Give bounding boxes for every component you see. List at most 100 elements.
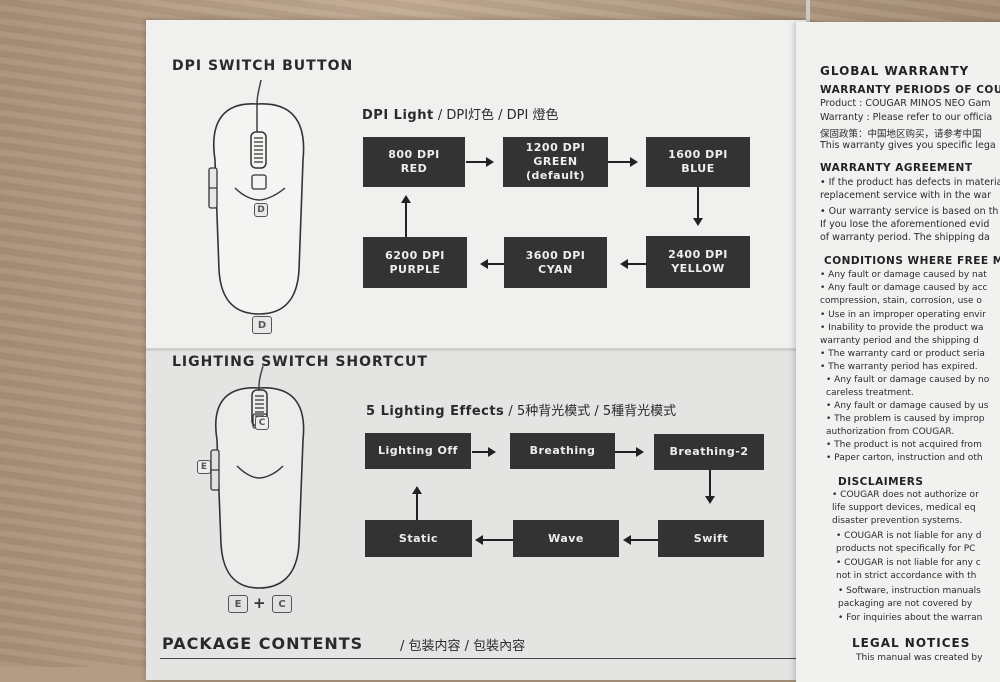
dpi-subtitle-bold: DPI Light [362, 108, 434, 123]
dpi-box-color: YELLOW [671, 262, 725, 275]
arrow-left [627, 263, 646, 265]
warranty-conditions-heading: CONDITIONS WHERE FREE MA [824, 255, 1000, 267]
arrow-right [615, 451, 638, 453]
warranty-line: • The warranty card or product seria [820, 349, 985, 359]
arrow-left-head [480, 259, 488, 269]
lighting-box-label: Breathing-2 [669, 445, 749, 458]
dpi-box-value: 2400 DPI [668, 248, 728, 261]
arrow-left-head [623, 535, 631, 545]
package-subtitle: / 包装内容 / 包裝內容 [400, 639, 526, 654]
warranty-agreement-heading: WARRANTY AGREEMENT [820, 162, 973, 174]
mouse-top-view-icon [208, 80, 305, 315]
lighting-box-swift: Swift [658, 520, 764, 557]
warranty-line: not in strict accordance with th [836, 571, 977, 581]
warranty-line: life support devices, medical eq [832, 503, 976, 513]
arrow-down [697, 187, 699, 220]
warranty-line: disaster prevention systems. [832, 516, 963, 526]
paper-fold-line [146, 348, 806, 351]
arrow-left [487, 263, 504, 265]
warranty-line: products not specifically for PC [836, 544, 976, 554]
lighting-box-off: Lighting Off [365, 433, 471, 469]
warranty-line: compression, stain, corrosion, use o [820, 296, 982, 306]
arrow-left-head [620, 259, 628, 269]
warranty-line: • Any fault or damage caused by no [826, 375, 990, 385]
warranty-line: warranty period and the shipping d [820, 336, 979, 346]
arrow-up [416, 493, 418, 520]
arrow-left-head [475, 535, 483, 545]
lighting-box-label: Static [398, 531, 439, 545]
arrow-up-head [401, 195, 411, 203]
arrow-right [466, 161, 488, 163]
lighting-section-title: LIGHTING SWITCH SHORTCUT [172, 354, 428, 370]
arrow-up-head [412, 486, 422, 494]
package-section-title: PACKAGE CONTENTS [162, 634, 364, 653]
legal-line: This manual was created by [856, 653, 983, 663]
warranty-line: • Any fault or damage caused by nat [820, 270, 987, 280]
dpi-box-color: GREEN [533, 155, 578, 168]
e-key-icon: E [228, 595, 248, 613]
dpi-box-1600: 1600 DPI BLUE [646, 137, 750, 187]
lighting-subtitle-bold: 5 Lighting Effects [366, 404, 505, 419]
arrow-right-head [636, 447, 644, 457]
dpi-box-value: 1600 DPI [668, 148, 728, 161]
dpi-box-800: 800 DPI RED [363, 137, 465, 187]
arrow-right-head [488, 447, 496, 457]
lighting-box-breathing-2: Breathing-2 [654, 434, 764, 470]
arrow-right-head [486, 157, 494, 167]
lighting-subtitle-rest: / 5种背光模式 / 5種背光模式 [504, 404, 677, 419]
dpi-box-value: 1200 DPI [525, 141, 586, 154]
dpi-box-color: RED [400, 162, 428, 175]
arrow-down [709, 470, 711, 498]
warranty-line: • Software, instruction manuals [838, 586, 981, 596]
warranty-line: • Our warranty service is based on th [820, 206, 999, 217]
warranty-line: • Use in an improper operating envir [820, 310, 986, 320]
arrow-left [482, 539, 513, 541]
lighting-subtitle: 5 Lighting Effects / 5种背光模式 / 5種背光模式 [366, 400, 676, 419]
dpi-box-color: BLUE [681, 162, 715, 175]
arrow-down-head [705, 496, 715, 504]
lighting-box-label: Breathing [529, 444, 596, 457]
lighting-e-button-label: E [197, 460, 211, 474]
dpi-box-6200: 6200 DPI PURPLE [363, 237, 467, 288]
warranty-line: • The problem is caused by improp [826, 414, 985, 424]
dpi-box-3600: 3600 DPI CYAN [504, 237, 607, 288]
warranty-line: This warranty gives you specific lega [820, 140, 996, 151]
dpi-box-2400: 2400 DPI YELLOW [646, 236, 750, 288]
plus-sign: + [253, 594, 266, 612]
warranty-line: • Inability to provide the product wa [820, 323, 984, 333]
warranty-line: If you lose the aforementioned evid [820, 219, 990, 230]
lighting-box-breathing: Breathing [510, 433, 615, 469]
warranty-line: of warranty period. The shipping da [820, 232, 990, 243]
mouse-lighting-view-icon [210, 366, 305, 589]
dpi-box-color: PURPLE [389, 262, 441, 276]
warranty-line: • Paper carton, instruction and oth [826, 453, 983, 463]
dpi-subtitle: DPI Light / DPI灯色 / DPI 燈色 [362, 104, 559, 123]
c-key-icon: C [272, 595, 292, 613]
warranty-line: Warranty : Please refer to our officia [820, 112, 993, 123]
warranty-line: • COUGAR is not liable for any c [836, 558, 981, 568]
manual-page-warranty [796, 22, 1000, 682]
warranty-line: 保固政策：中国地区购买，请参考中国 [820, 129, 982, 140]
warranty-line: • COUGAR is not liable for any d [836, 531, 982, 541]
lighting-box-label: Swift [693, 531, 729, 545]
warranty-line: careless treatment. [826, 388, 914, 398]
arrow-right [472, 451, 490, 453]
lighting-box-wave: Wave [513, 520, 619, 557]
dpi-section-title: DPI SWITCH BUTTON [172, 58, 354, 74]
dpi-box-1200: 1200 DPI GREEN (default) [503, 137, 608, 187]
dpi-box-color: CYAN [538, 262, 573, 276]
arrow-right [608, 161, 632, 163]
dpi-button-label: D [254, 203, 268, 217]
dpi-box-value: 800 DPI [388, 148, 440, 161]
disclaimers-heading: DISCLAIMERS [838, 476, 924, 488]
dpi-box-note: (default) [526, 169, 585, 182]
lighting-box-label: Lighting Off [378, 444, 458, 457]
warranty-line: replacement service with in the war [820, 190, 991, 201]
warranty-line: authorization from COUGAR. [826, 427, 955, 437]
warranty-line: • The warranty period has expired. [820, 362, 978, 372]
warranty-line: • For inquiries about the warran [838, 613, 983, 623]
warranty-line: • Any fault or damage caused by us [826, 401, 989, 411]
warranty-line: packaging are not covered by [838, 599, 973, 609]
lighting-box-static: Static [365, 520, 472, 557]
warranty-line: • If the product has defects in materia [820, 177, 1000, 188]
